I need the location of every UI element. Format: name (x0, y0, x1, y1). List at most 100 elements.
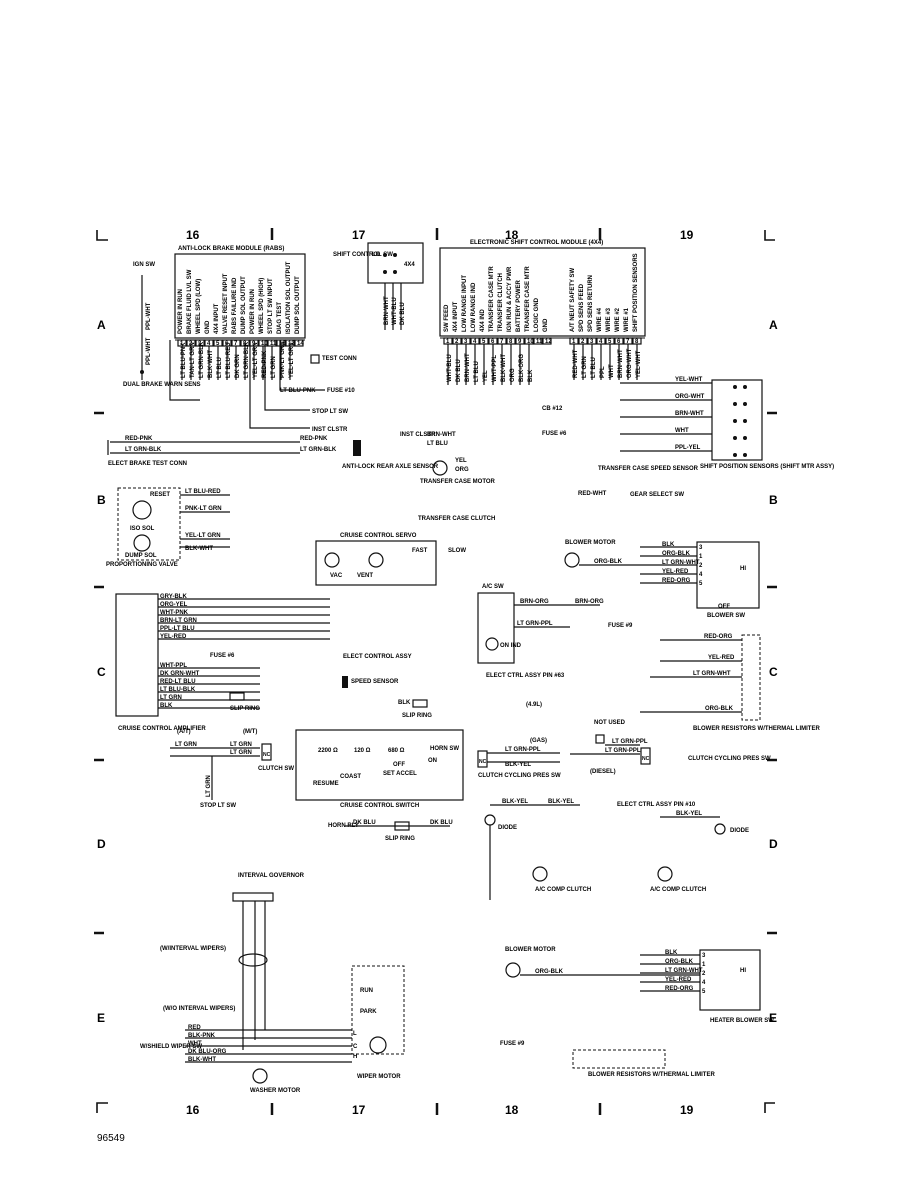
wire-lt-blu: LT BLU (427, 441, 448, 447)
zone-17-bottom: 17 (352, 1103, 366, 1117)
rabs-pin-label: DIAG TEST (277, 302, 283, 334)
wire-red-wht: RED-WHT (578, 491, 607, 497)
wire-red-pnk-2: RED-PNK (300, 436, 328, 442)
esc2-pin-label: SPD SENS FEED (579, 283, 585, 332)
esc-wire-label: BLK-ORG (519, 354, 525, 382)
transfer-speed-label: TRANSFER CASE SPEED SENSOR (598, 466, 699, 472)
rabs-wire-label: LT BLU-PNK (181, 342, 187, 378)
heater-sw-wire-label: RED-ORG (665, 986, 694, 992)
rabs-pin-number: 4 (207, 341, 211, 347)
row-d-right: D (769, 837, 778, 851)
wire-ppl-wht-1: PPL-WHT (146, 302, 152, 330)
row-e-left: E (97, 1011, 105, 1025)
on-label: ON (428, 758, 437, 764)
shift-pos-contact (743, 419, 747, 423)
blower-sw-wire-label: BLK (662, 542, 675, 548)
rabs-pin-number: 5 (216, 341, 220, 347)
rabs-wire-label: DK GRN (235, 354, 241, 378)
rabs-wire-label: LT GRN (271, 356, 277, 378)
esc2-pin-number: 4 (599, 339, 603, 345)
shift-ctrl-wire-label: WHT-BLU (392, 297, 398, 325)
wire-blk-yel-2: BLK-YEL (502, 799, 528, 805)
fast-label: FAST (412, 548, 428, 554)
esc2-pin-label: WIRE #3 (606, 307, 612, 332)
l49-label: (4.9L) (526, 702, 542, 708)
esc-wire-label: DK BLU (456, 359, 462, 382)
wire-red-pnk: RED-PNK (125, 436, 153, 442)
esc-pin-label: LOGIC GND (534, 297, 540, 332)
cruise-control-switch: 2200 Ω 120 Ω 680 Ω HORN SW ON OFF RESUME… (295, 729, 464, 809)
cruise-sw-label: CRUISE CONTROL SWITCH (340, 803, 419, 809)
shift-pos-contact (733, 419, 737, 423)
mt-label: (M/T) (243, 729, 257, 735)
esc-wire-label: ORG (510, 368, 516, 382)
heater-sw-wire-label: YEL-RED (665, 977, 692, 983)
rabs-pin-label: ISOLATION SOL OUTPUT (286, 261, 292, 334)
row-e-right: E (769, 1011, 777, 1025)
rabs-title: ANTI-LOCK BRAKE MODULE (RABS) (178, 246, 284, 252)
wire-lt-grn-mt-2: LT GRN (230, 750, 252, 756)
esc-pin-label: TRANSFER CASE MTR (489, 266, 495, 332)
heater-sw-wire-label: LT GRN-WHT (665, 968, 703, 974)
nc-clutch: NC (263, 752, 271, 758)
amp-wire-lower-label: RED-LT BLU (160, 679, 196, 685)
pin-h: H (353, 1054, 357, 1060)
esc2-pin-number: 1 (572, 339, 576, 345)
esc2-wire-label: LT BLU (591, 357, 597, 378)
row-a-left: A (97, 318, 106, 332)
prop-valve-label: PROPORTIONING VALVE (106, 562, 178, 568)
heater-sw-pin: 3 (702, 953, 706, 959)
esc-module: ELECTRONIC SHIFT CONTROL MODULE (4X4) SW… (439, 240, 646, 385)
zone-16-top: 16 (186, 228, 200, 242)
reset-label: RESET (150, 492, 170, 498)
shift-ctrl-wire-label: BRN-WHT (384, 296, 390, 325)
rabs-pin-number: 12 (279, 341, 286, 347)
wire-lt-grn-blk-2: LT GRN-BLK (300, 447, 337, 453)
cruise-amp-label: CRUISE CONTROL AMPLIFIER (118, 726, 206, 732)
esc-wire-label: WHT-PPL (492, 355, 498, 382)
blower-motor-label: BLOWER MOTOR (565, 540, 616, 546)
dual-brake-label: DUAL BRAKE WARN SENS (123, 382, 201, 388)
rabs-pin-number: 11 (270, 341, 277, 347)
esc-pin-label: GND (543, 318, 549, 332)
wire-ppl-wht-2: PPL-WHT (146, 337, 152, 365)
blower-sw-wire-label: LT GRN-WHT (662, 560, 700, 566)
esc-wire-label: BRN-WHT (465, 353, 471, 382)
zone-17-top: 17 (352, 228, 366, 242)
rabs-wire-label: LT BLU (217, 357, 223, 378)
nc-ccp-2: NC (642, 756, 650, 762)
rabs-wire-label: LT BLU-RED (226, 342, 232, 378)
esc2-pin-number: 6 (617, 339, 621, 345)
blower-sw-pin: 5 (699, 581, 703, 587)
rabs-pin-label: WHEEL SPD (LOW) (196, 279, 202, 334)
park-label: PARK (360, 1009, 377, 1015)
test-conn-label: TEST CONN (322, 356, 357, 362)
amp-wire-lower-label: LT GRN (160, 695, 182, 701)
ccp-sw-2-label: CLUTCH CYCLING PRES SW (688, 756, 771, 762)
shift-pos-contact (733, 402, 737, 406)
esc2-pin-label: WIRE #1 (624, 307, 630, 332)
horn-sw-label: HORN SW (430, 746, 459, 752)
registration-marks (94, 228, 777, 1115)
rabs-wire-label: BLK-WHT (208, 350, 214, 378)
rabs-module: ANTI-LOCK BRAKE MODULE (RABS) POWER IN R… (174, 246, 306, 380)
blower-resistors: RED-ORG YEL-RED LT GRN-WHT ORG-BLK BLOWE… (640, 634, 820, 732)
amp-wire-lower-label: LT BLU-BLK (160, 687, 196, 693)
ign-switch: IGN SW PPL-WHT PPL-WHT DUAL BRAKE WARN S… (123, 262, 201, 401)
blower-res-2-label: BLOWER RESISTORS W/THERMAL LIMITER (588, 1072, 715, 1078)
rabs-pin-label: WHEEL SPD (HIGH) (259, 278, 265, 334)
amp-wire-lower-label: BLK (160, 703, 173, 709)
shift-pos-wire-label: BRN-WHT (675, 411, 704, 417)
wire-org-blk-he: ORG-BLK (535, 969, 564, 975)
diode-2-label: DIODE (730, 828, 749, 834)
esc2-pin-number: 3 (590, 339, 594, 345)
shift-ctrl-wire-label: DK BLU (400, 302, 406, 325)
heater-sw-label: HEATER BLOWER SW (710, 1018, 774, 1024)
slip-ring-3-label: SLIP RING (385, 836, 415, 842)
zone-19-bottom: 19 (680, 1103, 694, 1117)
wiper-motor-label: WIPER MOTOR (357, 1074, 401, 1080)
run-label: RUN (360, 988, 373, 994)
wire-red-org-2: RED-ORG (704, 634, 733, 640)
wire-dk-blu: DK BLU (353, 820, 376, 826)
